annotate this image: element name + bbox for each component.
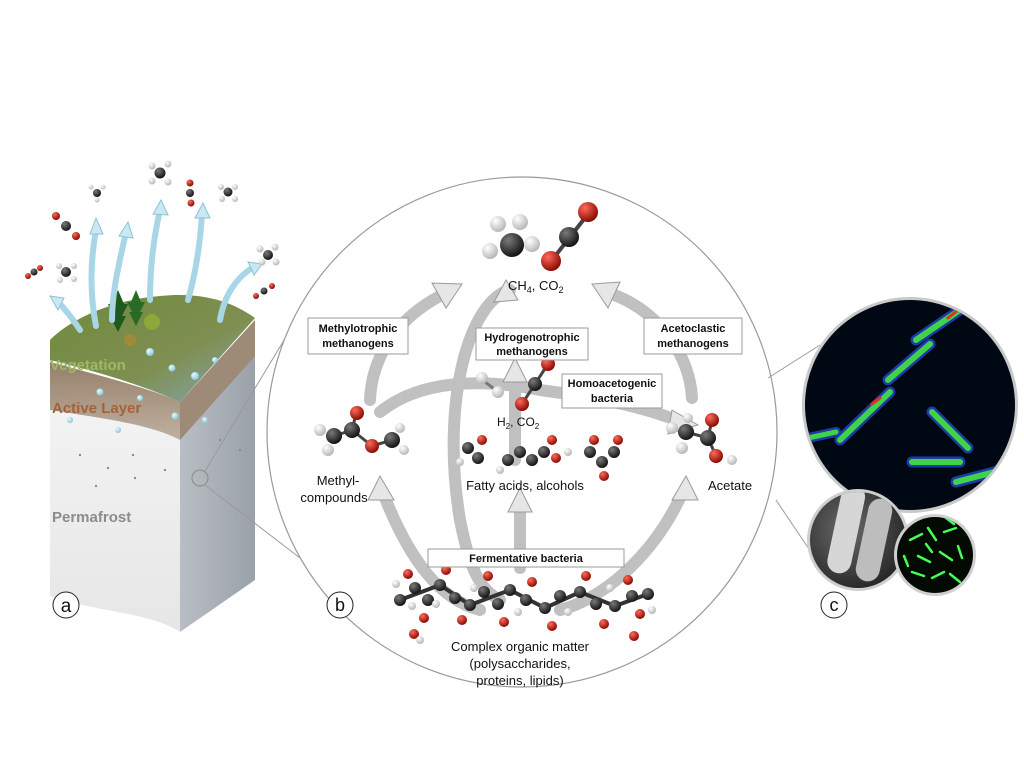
co2-molecule-icon: [52, 212, 80, 240]
acetoclastic-box: [643, 317, 743, 355]
active-layer-label: Active Layer: [52, 400, 141, 417]
active-layer-side: [180, 320, 255, 440]
soil-block: Vegetation Active Layer Permafrost: [25, 160, 301, 632]
microscopy-panel: [802, 297, 1018, 596]
organic-matter-label-line1: Complex organic matter: [451, 639, 590, 654]
active-layer-band: [50, 362, 180, 440]
ch4-molecule-icon: [218, 184, 238, 202]
zoom-marker: [191, 469, 209, 487]
vegetation-top: [50, 294, 255, 402]
fermentative-box: [427, 548, 625, 568]
organic-matter-polymer-icon: [392, 565, 656, 644]
homoacetogenic-label-line2: bacteria: [591, 393, 634, 405]
co2-molecule-icon: [25, 265, 43, 279]
panel-b-label: b: [335, 595, 345, 615]
panel-b-badge: [326, 591, 354, 619]
pathway-circle: [266, 176, 778, 688]
organic-matter-label-line3: proteins, lipids): [476, 673, 563, 688]
fluorescence-image: [805, 300, 1015, 510]
fatty-acids-label: Fatty acids, alcohols: [466, 478, 584, 493]
h2-co2-label: H2, CO2: [497, 415, 540, 431]
acetoclastic-label-line2: methanogens: [657, 338, 729, 350]
co2-molecule-icon: [253, 283, 275, 299]
pathway-panel: CH4, CO2 H2, CO2: [266, 176, 778, 688]
zoom-line-upper: [204, 321, 296, 472]
permafrost-front-face: [50, 390, 180, 632]
sem-image: [810, 492, 906, 588]
panel-c-label: c: [830, 595, 839, 615]
ch4-molecule-icon: [56, 263, 77, 283]
methylotrophic-label-line1: Methylotrophic: [319, 323, 398, 335]
products-label: CH4, CO2: [508, 278, 564, 295]
escaping-molecules: [25, 160, 280, 299]
zoom-line-lower: [204, 484, 301, 559]
methyl-compounds-label-line2: compounds: [300, 490, 368, 505]
acetoclastic-label-line1: Acetoclastic: [661, 323, 726, 335]
co2-molecule-icon: [186, 179, 195, 207]
methyl-compound-molecule-icon: [314, 406, 409, 456]
methyl-compounds-label-line1: Methyl-: [317, 473, 360, 488]
panel-a-badge: [52, 591, 80, 619]
ch4-molecule-icon: [256, 243, 280, 266]
emission-arrow-heads: [49, 198, 263, 312]
acetate-molecule-icon: [666, 413, 737, 465]
ch4-molecule-icon: [88, 184, 106, 203]
homoacetogenic-label-line1: Homoacetogenic: [568, 378, 657, 390]
hydrogenotrophic-box: [475, 327, 589, 361]
microscopy-connector-upper: [767, 344, 821, 379]
vegetation-label: Vegetation: [50, 357, 126, 374]
hydrogenotrophic-label-line2: methanogens: [496, 346, 568, 358]
homoacetogenic-box: [561, 373, 663, 409]
ch4-molecule-icon: [148, 160, 172, 186]
organic-matter-label-line2: (polysaccharides,: [469, 656, 570, 671]
gfp-image: [897, 517, 973, 593]
emission-arrows: [55, 207, 255, 333]
acetate-label: Acetate: [708, 478, 752, 493]
fatty-acids-molecules-icon: [456, 435, 623, 481]
soil-gas-bubbles: [67, 348, 218, 433]
panel-a-label: a: [61, 596, 72, 617]
permafrost-label: Permafrost: [52, 509, 131, 526]
fermentative-label: Fermentative bacteria: [469, 553, 584, 565]
pathway-arrow-heads: [367, 278, 700, 513]
hydrogenotrophic-label-line1: Hydrogenotrophic: [484, 332, 579, 344]
methylotrophic-box: [307, 317, 409, 355]
co2-molecule-icon: [541, 202, 598, 271]
panel-c-badge: [820, 591, 848, 619]
methylotrophic-label-line2: methanogens: [322, 338, 394, 350]
ch4-molecule-icon: [482, 214, 540, 259]
permafrost-dots: [78, 438, 242, 488]
